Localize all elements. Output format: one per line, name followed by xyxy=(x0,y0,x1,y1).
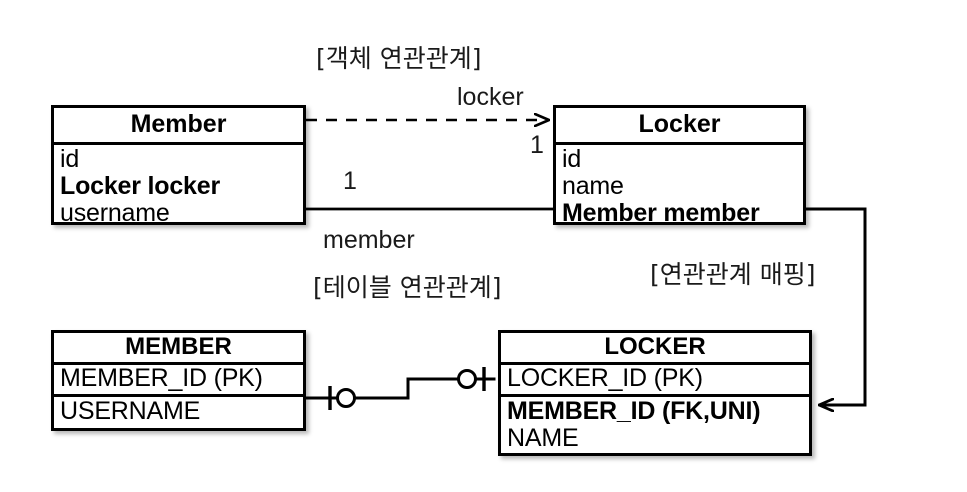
locker-field-member: Member member xyxy=(562,199,760,227)
locker-association-multiplicity: 1 xyxy=(530,131,544,159)
member-table-columns: MEMBER_ID (PK) USERNAME xyxy=(54,365,303,425)
locker-field-id: id xyxy=(562,145,582,173)
locker-table-title: LOCKER xyxy=(501,333,809,365)
locker-table-box: LOCKER LOCKER_ID (PK) MEMBER_ID (FK,UNI)… xyxy=(498,330,812,456)
member-locker-fk-connector xyxy=(303,367,496,410)
locker-class-title: Locker xyxy=(556,108,803,145)
member-class-box: Member id Locker locker username xyxy=(51,105,306,227)
relation-mapping-line xyxy=(803,207,867,405)
locker-field-name: name xyxy=(562,172,624,200)
table-relation-caption: [테이블 연관관계] xyxy=(313,273,502,302)
member-column-username: USERNAME xyxy=(60,397,201,425)
member-table-box: MEMBER MEMBER_ID (PK) USERNAME xyxy=(51,330,306,431)
relation-mapping-caption: [연관관계 매핑] xyxy=(650,260,816,289)
member-field-username: username xyxy=(60,199,170,227)
member-role-label: member xyxy=(323,226,415,254)
locker-class-box: Locker id name Member member xyxy=(553,105,806,227)
locker-class-fields: id name Member member xyxy=(556,145,803,227)
member-field-id: id xyxy=(60,145,80,173)
locker-column-name: NAME xyxy=(507,424,579,452)
member-table-title: MEMBER xyxy=(54,333,303,365)
member-class-fields: id Locker locker username xyxy=(54,145,303,227)
locker-table-columns: LOCKER_ID (PK) MEMBER_ID (FK,UNI) NAME xyxy=(501,365,809,452)
member-association-multiplicity: 1 xyxy=(343,167,357,195)
member-field-locker: Locker locker xyxy=(60,172,220,200)
locker-column-member-id: MEMBER_ID (FK,UNI) xyxy=(507,397,761,425)
member-column-member-id: MEMBER_ID (PK) xyxy=(54,365,303,397)
locker-column-locker-id: LOCKER_ID (PK) xyxy=(501,365,809,397)
member-class-title: Member xyxy=(54,108,303,145)
locker-role-label: locker xyxy=(457,83,524,111)
object-relation-caption: [객체 연관관계] xyxy=(316,44,482,73)
